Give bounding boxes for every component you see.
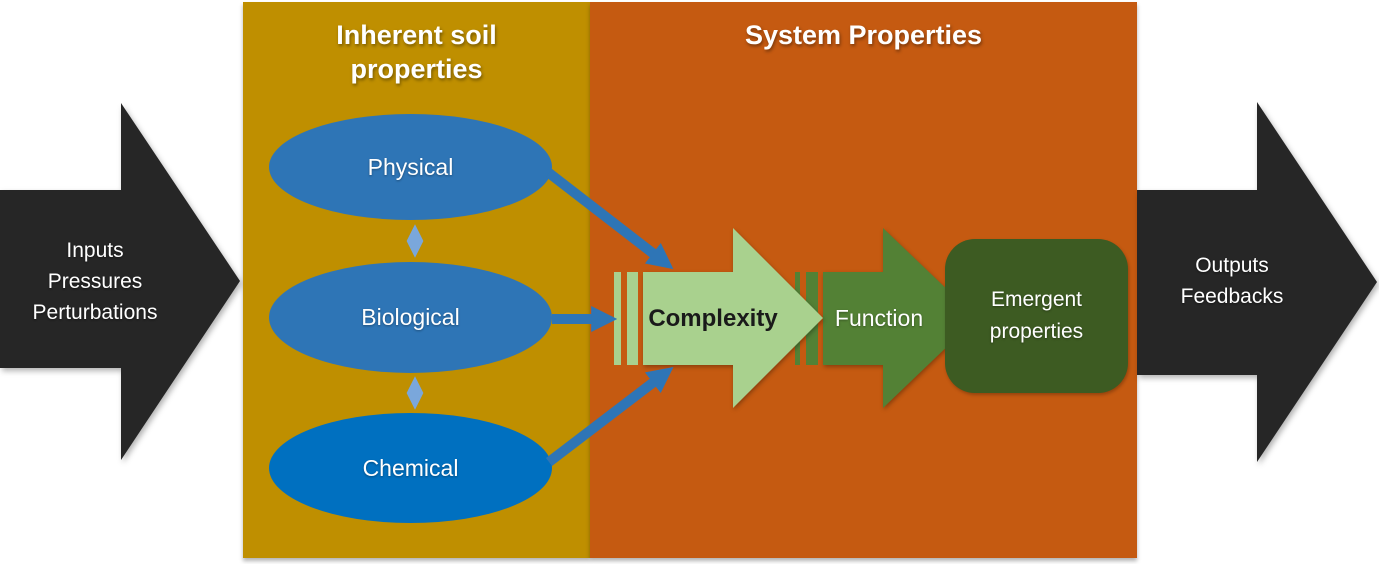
inputs-arrow-label: Inputs Pressures Perturbations <box>0 235 190 328</box>
complexity-arrow-shape: Complexity <box>643 228 823 408</box>
complexity-label: Complexity <box>648 304 778 332</box>
inherent-soil-panel: Inherent soil properties Physical Biolog… <box>243 2 590 558</box>
outputs-arrow-shape: Outputs Feedbacks <box>1137 102 1377 462</box>
physical-ellipse: Physical <box>269 114 552 220</box>
biological-label: Biological <box>361 304 460 330</box>
physical-label: Physical <box>367 153 454 180</box>
feedbacks-line: Feedbacks <box>1180 285 1284 308</box>
inherent-panel-title: Inherent soil properties <box>336 20 497 84</box>
inputs-arrow-shape: Inputs Pressures Perturbations <box>0 103 240 460</box>
inputs-arrow: Inputs Pressures Perturbations <box>0 101 241 463</box>
complexity-stripe-2 <box>627 272 638 365</box>
inputs-line: Inputs <box>66 239 124 262</box>
outputs-line: Outputs <box>1195 254 1269 277</box>
pressures-line: Pressures <box>47 270 143 293</box>
emergent-properties-label: Emergent properties <box>989 288 1084 343</box>
system-panel-title: System Properties <box>744 20 983 50</box>
outputs-arrow: Outputs Feedbacks <box>1137 100 1379 464</box>
chemical-label: Chemical <box>362 454 459 481</box>
chemical-ellipse: Chemical <box>269 413 552 523</box>
biological-ellipse: Biological <box>269 262 552 373</box>
perturbations-line: Perturbations <box>32 301 158 324</box>
outputs-arrow-label: Outputs Feedbacks <box>1137 250 1327 312</box>
emergent-properties-box: Emergent properties <box>945 239 1128 393</box>
complexity-stripe-1 <box>614 272 621 365</box>
complexity-arrow: Complexity <box>643 228 823 408</box>
function-label: Function <box>834 305 924 331</box>
